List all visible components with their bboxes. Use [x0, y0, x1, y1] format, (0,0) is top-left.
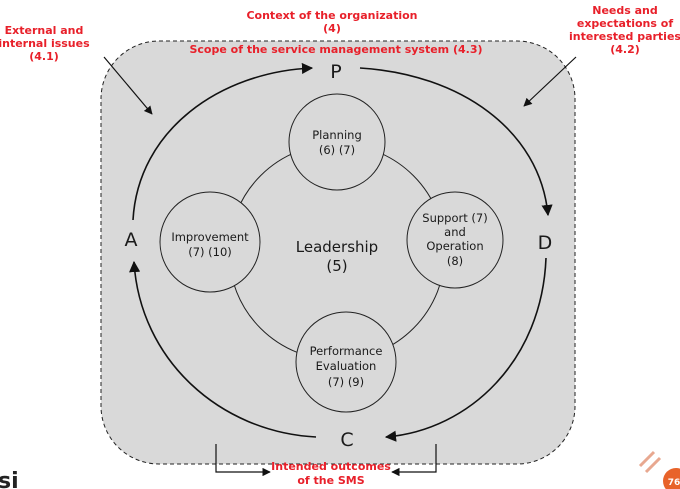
needs-arrow — [523, 56, 577, 107]
planning-label: Planning — [312, 128, 362, 142]
needs-line3: interested parties — [569, 30, 680, 43]
arrow-d-to-c — [384, 257, 547, 442]
outcomes-line1: Intended outcomes — [271, 460, 391, 473]
page-number: 76 — [668, 478, 680, 488]
performance-evaluation-node — [295, 311, 397, 413]
logo-text: si — [0, 469, 19, 489]
pdca-letter-c: C — [340, 429, 353, 451]
improvement-node — [159, 191, 261, 293]
support-and-label: and — [444, 225, 466, 239]
needs-line1: Needs and — [592, 4, 658, 17]
performance-label: Performance — [310, 344, 383, 358]
scope-title: Scope of the service management system (… — [189, 43, 482, 56]
external-issues-arrow — [103, 56, 153, 115]
external-issues-line2: internal issues — [0, 37, 90, 50]
corner-decoration — [638, 450, 662, 474]
arrow-p-to-d — [359, 67, 553, 217]
planning-node — [288, 93, 386, 191]
outcomes-line2: of the SMS — [297, 474, 364, 487]
arrow-a-to-p — [132, 62, 314, 221]
page-number-badge — [663, 468, 680, 489]
pdca-letter-d: D — [538, 232, 553, 254]
pdca-letter-p: P — [330, 61, 341, 83]
evaluation-label: Evaluation — [316, 359, 377, 373]
operation-label: Operation — [426, 239, 483, 253]
leadership-clause: (5) — [326, 257, 347, 275]
external-issues-line3: (4.1) — [29, 50, 59, 63]
improvement-label: Improvement — [171, 230, 249, 244]
leadership-label: Leadership — [296, 238, 378, 256]
outcomes-bracket-left — [215, 444, 271, 477]
planning-clauses: (6) (7) — [319, 143, 355, 157]
outcomes-bracket-right — [391, 444, 437, 477]
context-title-line2: (4) — [323, 22, 341, 35]
operation-clause: (8) — [447, 254, 463, 268]
support-operation-node — [406, 191, 504, 289]
external-issues-line1: External and — [5, 24, 84, 37]
performance-clauses: (7) (9) — [328, 375, 364, 389]
context-title-line1: Context of the organization — [246, 9, 417, 22]
arrow-c-to-a — [129, 260, 317, 438]
scope-panel — [100, 40, 576, 465]
needs-line4: (4.2) — [610, 43, 640, 56]
improvement-clauses: (7) (10) — [188, 245, 232, 259]
support-label: Support (7) — [422, 211, 487, 225]
needs-line2: expectations of — [577, 17, 673, 30]
pdca-letter-a: A — [125, 229, 138, 251]
